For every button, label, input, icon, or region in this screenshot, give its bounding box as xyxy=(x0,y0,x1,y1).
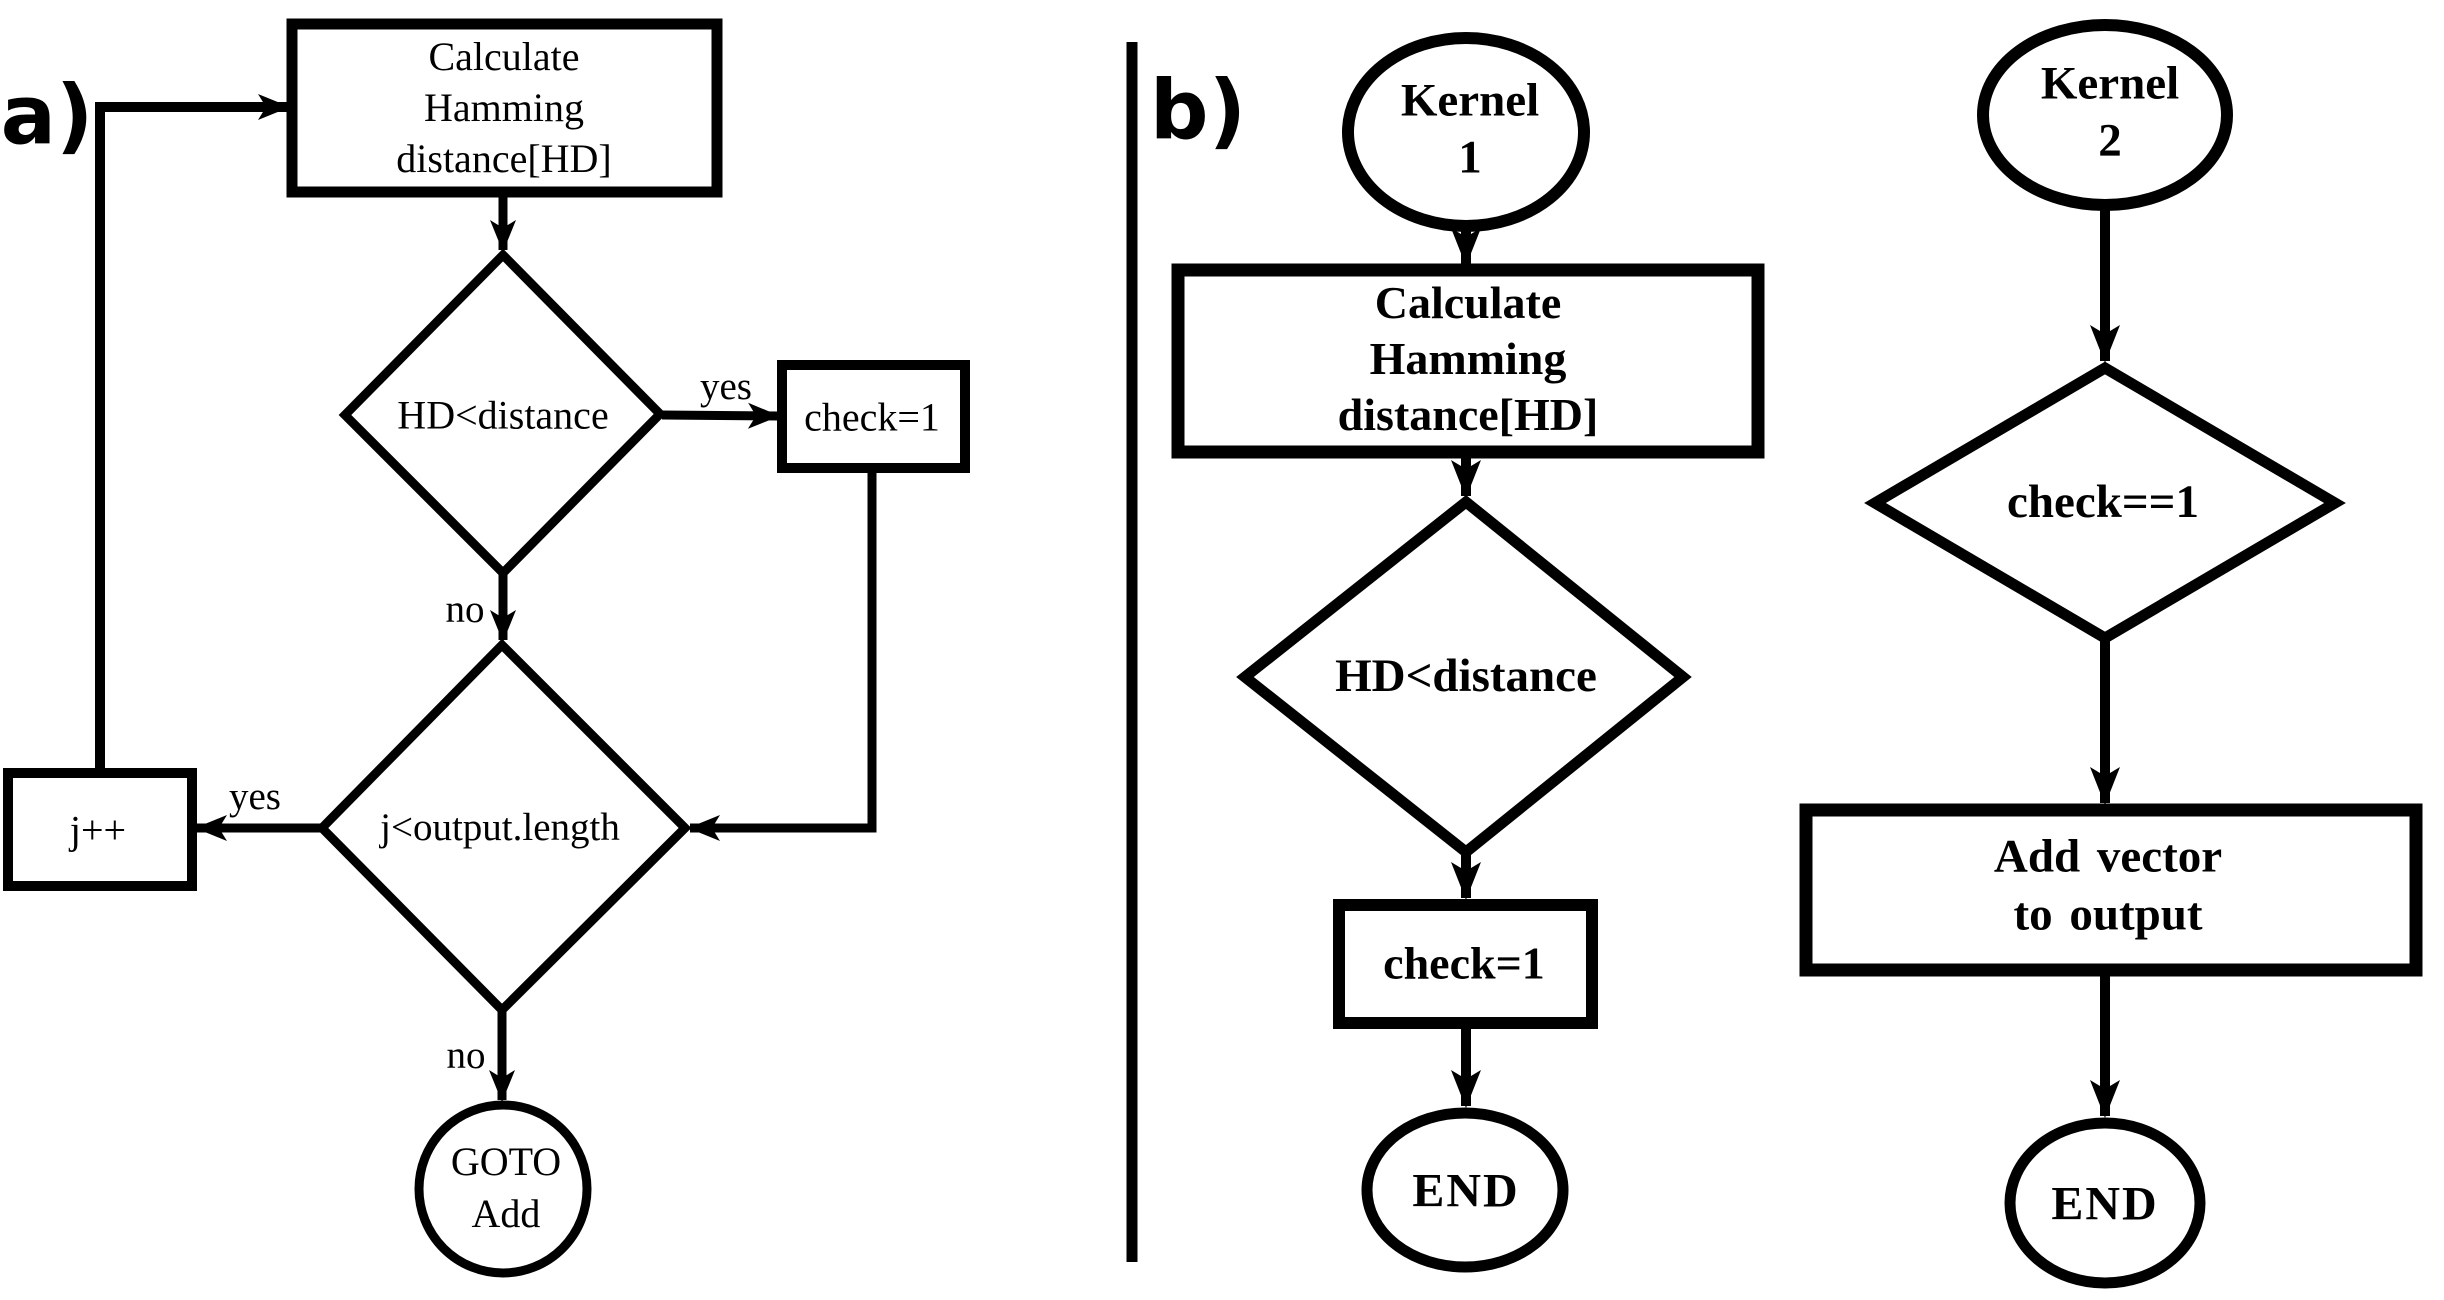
end-label-kernel1: END xyxy=(1412,1164,1520,1218)
check1-label-b: check=1 xyxy=(1383,937,1545,989)
goto-add-label-a: GOTO Add xyxy=(450,1139,562,1236)
terminator-end-kernel1 xyxy=(1361,1107,1569,1273)
panel-a-shapes xyxy=(3,18,970,1278)
panel-b-kernel1-shapes xyxy=(1171,32,1765,1273)
hd-distance-label-b: HD<distance xyxy=(1335,649,1597,702)
edge-label-yes-bottom-a: yes xyxy=(229,775,281,819)
edge-label-no-bottom-a: no xyxy=(446,1034,486,1078)
edge-loop-jpp-to-calc xyxy=(95,94,290,773)
kernel1-label: Kernel 1 xyxy=(1400,74,1540,184)
process-add-vector-b xyxy=(1799,803,2423,977)
calc-hamming-label-a: Calculate Hamming distance[HD] xyxy=(396,34,612,182)
kernel2-label: Kernel 2 xyxy=(2040,57,2180,167)
panel-b-kernel2-shapes xyxy=(1799,19,2423,1289)
edge-label-no-top-a: no xyxy=(445,588,485,632)
calc-hamming-label-b: Calculate Hamming distance[HD] xyxy=(1337,276,1599,441)
process-jpp-a xyxy=(3,768,197,891)
panel-a-label: a) xyxy=(0,68,94,164)
jpp-label-a: j++ xyxy=(69,807,127,853)
edge-label-yes-top-a: yes xyxy=(700,365,752,409)
edge-hd-yes-a xyxy=(661,402,780,429)
hd-distance-label-a: HD<distance xyxy=(397,392,609,438)
output-length-label-a: j<output.length xyxy=(380,806,620,850)
check1-label-a: check=1 xyxy=(804,394,940,440)
panel-b-label: b) xyxy=(1149,63,1247,159)
end-label-kernel2: END xyxy=(2051,1177,2159,1231)
check-eq1-label-b: check==1 xyxy=(2007,475,2199,528)
add-vector-label-b: Add vector to output xyxy=(1993,830,2223,941)
terminator-end-kernel2 xyxy=(2004,1117,2206,1289)
terminator-goto-add-a xyxy=(414,1100,592,1278)
edge-check-to-len-a xyxy=(688,468,877,841)
